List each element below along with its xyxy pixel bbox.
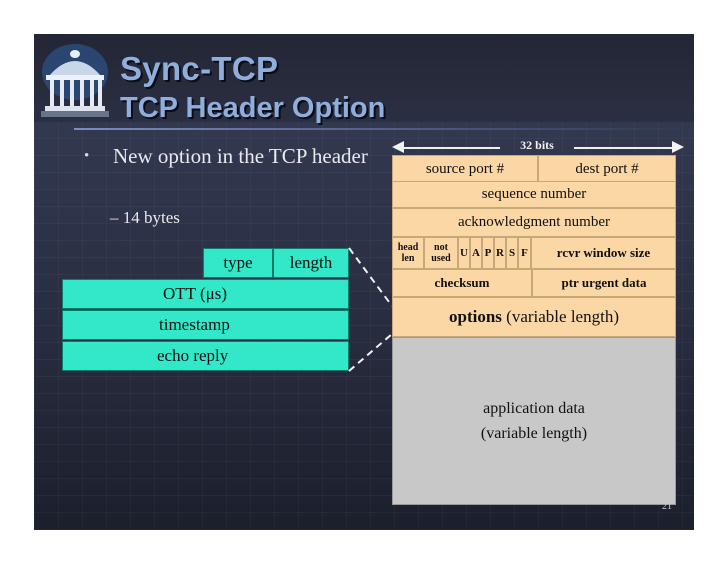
bullet-text: New option in the TCP header — [113, 144, 368, 168]
ack-number-field: acknowledgment number — [392, 208, 676, 237]
arrow-left-icon — [392, 141, 404, 153]
not-used-field: not used — [424, 237, 458, 269]
slide-title: Sync-TCP — [120, 50, 279, 87]
dest-port-field: dest port # — [538, 155, 676, 184]
title-band — [34, 34, 694, 122]
head-len-field: head len — [392, 237, 424, 269]
bullet-dot-icon: • — [84, 148, 90, 164]
flag-a: A — [470, 237, 482, 269]
arrow-right-icon — [672, 141, 684, 153]
old-well-logo-icon — [41, 44, 109, 117]
option-timestamp-field: timestamp — [62, 310, 349, 340]
flag-f: F — [518, 237, 531, 269]
flag-s: S — [506, 237, 518, 269]
option-ott-field: OTT (μs) — [62, 279, 349, 309]
option-type-field: type — [203, 248, 273, 278]
slide: Sync-TCP TCP Header Option • New option … — [34, 34, 694, 530]
application-data-field: application data (variable length) — [392, 337, 676, 505]
title-divider — [74, 128, 694, 130]
options-label: options — [449, 307, 502, 326]
zoom-connector-lines — [348, 247, 393, 372]
urgent-pointer-field: ptr urgent data — [532, 269, 676, 297]
app-data-length-label: (variable length) — [480, 425, 588, 442]
slide-subtitle: TCP Header Option — [120, 92, 386, 124]
flag-r: R — [494, 237, 506, 269]
sequence-number-field: sequence number — [392, 181, 676, 208]
checksum-field: checksum — [392, 269, 532, 297]
source-port-field: source port # — [392, 155, 538, 184]
options-field: options (variable length) — [392, 297, 676, 337]
bits-label: 32 bits — [520, 138, 554, 152]
flag-p: P — [482, 237, 494, 269]
flag-u: U — [458, 237, 470, 269]
app-data-label: application data — [483, 400, 585, 417]
rcvr-window-field: rcvr window size — [531, 237, 676, 269]
option-length-field: length — [273, 248, 349, 278]
options-length-label: (variable length) — [501, 307, 619, 326]
page-number: 21 — [662, 501, 672, 512]
option-echo-reply-field: echo reply — [62, 341, 349, 371]
sub-bullet: – 14 bytes — [110, 208, 180, 227]
